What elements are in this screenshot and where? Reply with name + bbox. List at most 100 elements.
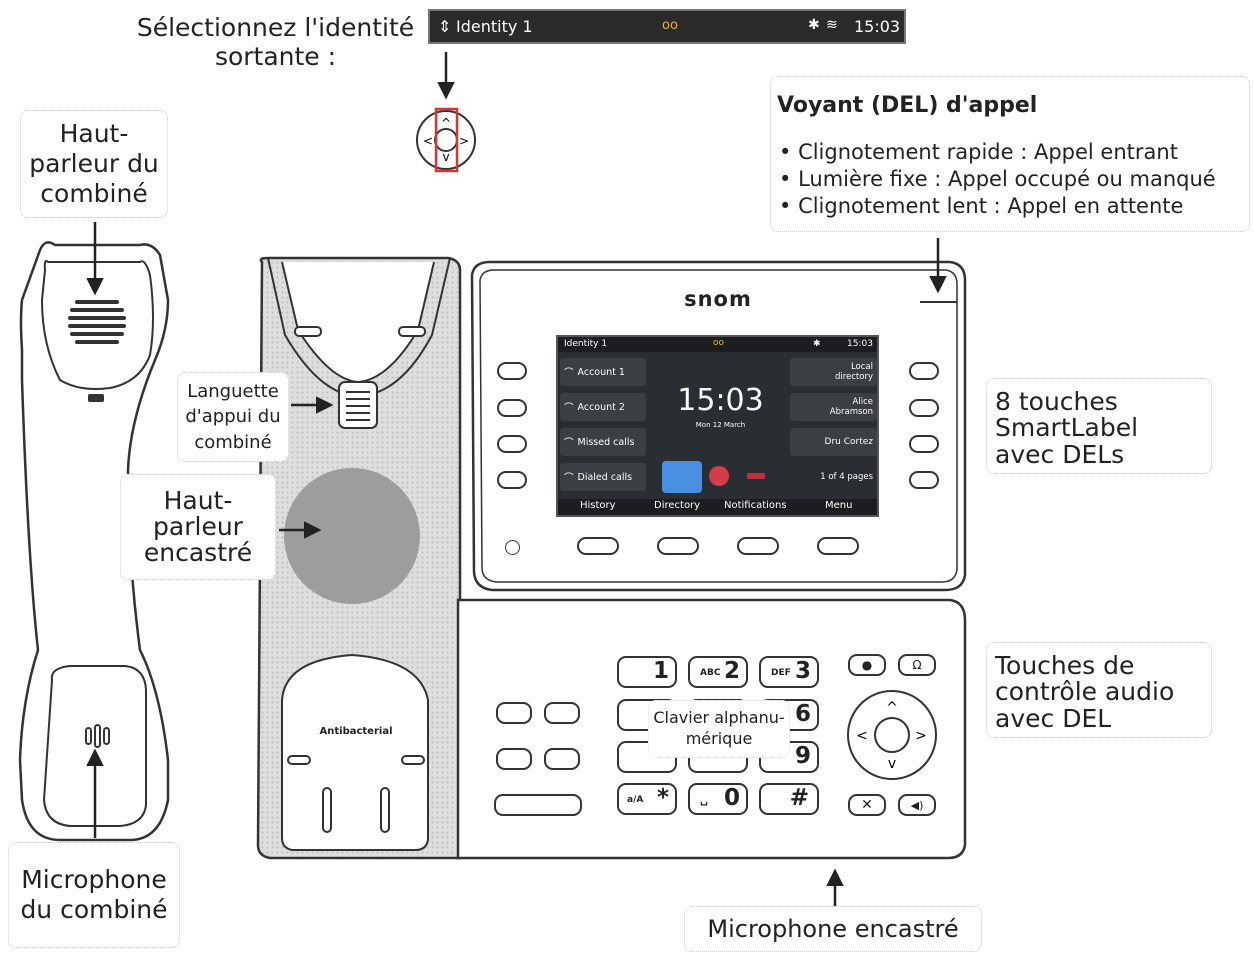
- handset-speaker-callout: Haut- parleur du combiné: [20, 110, 168, 218]
- updown-icon: ⇕: [438, 17, 452, 36]
- label-line: Languette: [187, 381, 279, 403]
- keypad-key-2[interactable]: ABC 2: [688, 656, 748, 688]
- handset-mic-icon: [85, 724, 110, 748]
- svg-text:>: >: [915, 728, 927, 744]
- softkey-4[interactable]: [817, 537, 859, 555]
- top-nav-cluster: ^ v < >: [416, 107, 476, 173]
- label-line: Touches de: [995, 651, 1135, 680]
- svg-text:>: >: [459, 134, 469, 148]
- builtin-mic-label: Microphone encastré: [707, 915, 959, 943]
- screen-item-missed-calls[interactable]: ⌒ Missed calls: [560, 428, 646, 456]
- audio-keys-callout: Touches de contrôle audio avec DEL: [986, 642, 1212, 738]
- headset-key[interactable]: Ω: [898, 654, 936, 676]
- bluetooth-icon: ✱: [808, 17, 820, 33]
- screen-date: Mon 12 March: [695, 421, 746, 429]
- builtin-speaker-callout: Haut- parleur encastré: [120, 474, 276, 580]
- smartlabel-key-left-1[interactable]: [497, 362, 527, 380]
- screen-identity: Identity 1: [564, 339, 608, 349]
- mute-icon: ●: [861, 658, 873, 672]
- screen-item-dialed-calls[interactable]: ⌒ Dialed calls: [560, 463, 646, 491]
- speaker-icon: ◀): [910, 798, 924, 812]
- smartlabel-key-right-3[interactable]: [909, 435, 939, 453]
- screen-footer-menu[interactable]: Menu: [825, 500, 853, 511]
- volume-key[interactable]: [494, 794, 582, 816]
- label-line: combiné: [40, 179, 148, 208]
- label-line: avec DELs: [995, 439, 1125, 469]
- keypad-key-hash[interactable]: #: [759, 783, 819, 815]
- smartlabel-key-left-3[interactable]: [497, 435, 527, 453]
- callout-arrows: [86, 52, 947, 906]
- label-line: avec DEL: [995, 703, 1112, 733]
- screen-voicemail-icon: oo: [713, 338, 725, 348]
- voicemail-key[interactable]: [496, 702, 532, 724]
- status-identity[interactable]: Identity 1: [456, 17, 533, 36]
- keypad-key-1[interactable]: 1: [617, 656, 677, 688]
- transfer-key[interactable]: [544, 702, 580, 724]
- svg-text:v: v: [888, 756, 896, 772]
- brand-logo: snom: [684, 287, 752, 311]
- label-line: combiné: [194, 431, 272, 453]
- led-callout: Voyant (DEL) d'appel • Clignotement rapi…: [770, 76, 1250, 232]
- phone-screen: Identity 1 oo ✱ 15:03 ⌒ Account 1 ⌒ Acco…: [556, 335, 879, 517]
- identity-label-line1: Sélectionnez l'identité: [136, 13, 415, 42]
- svg-text:^: ^: [886, 700, 898, 716]
- headset-icon: Ω: [912, 658, 922, 672]
- smartlabel-key-left-2[interactable]: [497, 399, 527, 417]
- svg-text:<: <: [856, 728, 868, 744]
- label-line: Haut-: [59, 119, 129, 148]
- label-line: Clavier alphanu-: [653, 708, 785, 728]
- voicemail-icon: oo: [662, 18, 678, 33]
- handset-tab-callout: Languette d'appui du combiné: [177, 372, 289, 462]
- handset-speaker-grille: [68, 300, 126, 344]
- cradle-label: Antibacterial: [319, 726, 393, 737]
- close-icon: ✕: [861, 797, 873, 813]
- screen-contact-avatar[interactable]: [662, 461, 702, 493]
- nav-cluster[interactable]: ^ v < >: [847, 690, 937, 780]
- smartlabel-key-right-1[interactable]: [909, 362, 939, 380]
- screen-pages: 1 of 4 pages: [820, 472, 873, 482]
- screen-item-account-2[interactable]: ⌒ Account 2: [560, 393, 646, 421]
- svg-text:v: v: [442, 150, 449, 164]
- led-callout-list: • Clignotement rapide : Appel entrant • …: [779, 139, 1216, 220]
- softkey-3[interactable]: [737, 537, 779, 555]
- screen-item-dru[interactable]: Dru Cortez: [790, 428, 877, 456]
- led-item: • Clignotement rapide : Appel entrant: [779, 140, 1178, 164]
- screen-status-bar: Identity 1 oo ✱ 15:03: [558, 337, 877, 352]
- hold-key[interactable]: [544, 748, 580, 770]
- screen-footer-directory[interactable]: Directory: [654, 500, 701, 511]
- status-bar: ⇕ Identity 1 oo ✱ ≋ 15:03: [428, 9, 906, 44]
- screen-footer-history[interactable]: History: [580, 500, 616, 511]
- speaker-key[interactable]: ◀): [898, 794, 936, 816]
- screen-footer-notifications[interactable]: Notifications: [724, 500, 787, 511]
- screen-footer: History Directory Notifications Menu: [558, 499, 877, 515]
- redial-key[interactable]: [496, 748, 532, 770]
- label-line: mérique: [685, 729, 753, 748]
- mute-key[interactable]: ●: [848, 654, 886, 676]
- smartlabel-key-right-2[interactable]: [909, 399, 939, 417]
- builtin-mic-callout: Microphone encastré: [684, 906, 982, 952]
- led-callout-title: Voyant (DEL) d'appel: [777, 93, 1038, 118]
- label-line: encastré: [143, 538, 253, 568]
- label-line: parleur: [153, 511, 243, 541]
- screen-dnd-icon[interactable]: [709, 466, 729, 486]
- keypad-key-star[interactable]: a/A *: [617, 783, 677, 815]
- screen-item-account-1[interactable]: ⌒ Account 1: [560, 358, 646, 386]
- smartlabel-key-right-4[interactable]: [909, 471, 939, 489]
- wifi-icon: ≋: [826, 17, 838, 33]
- phone-base-cradle: [256, 256, 462, 860]
- softkey-1[interactable]: [577, 537, 619, 555]
- smartlabel-callout: 8 touches SmartLabel avec DELs: [986, 378, 1212, 474]
- softkey-2[interactable]: [657, 537, 699, 555]
- keypad-key-0[interactable]: ␣ 0: [688, 783, 748, 815]
- cancel-key[interactable]: ✕: [848, 794, 886, 816]
- keypad-key-3[interactable]: DEF 3: [759, 656, 819, 688]
- label-line: du combiné: [20, 895, 168, 924]
- led-item: • Lumière fixe : Appel occupé ou manqué: [779, 167, 1216, 191]
- led-indicator: [505, 540, 520, 555]
- led-item: • Clignotement lent : Appel en attente: [779, 194, 1184, 218]
- label-line: SmartLabel: [995, 413, 1139, 443]
- smartlabel-key-left-4[interactable]: [497, 471, 527, 489]
- status-time: 15:03: [854, 17, 901, 36]
